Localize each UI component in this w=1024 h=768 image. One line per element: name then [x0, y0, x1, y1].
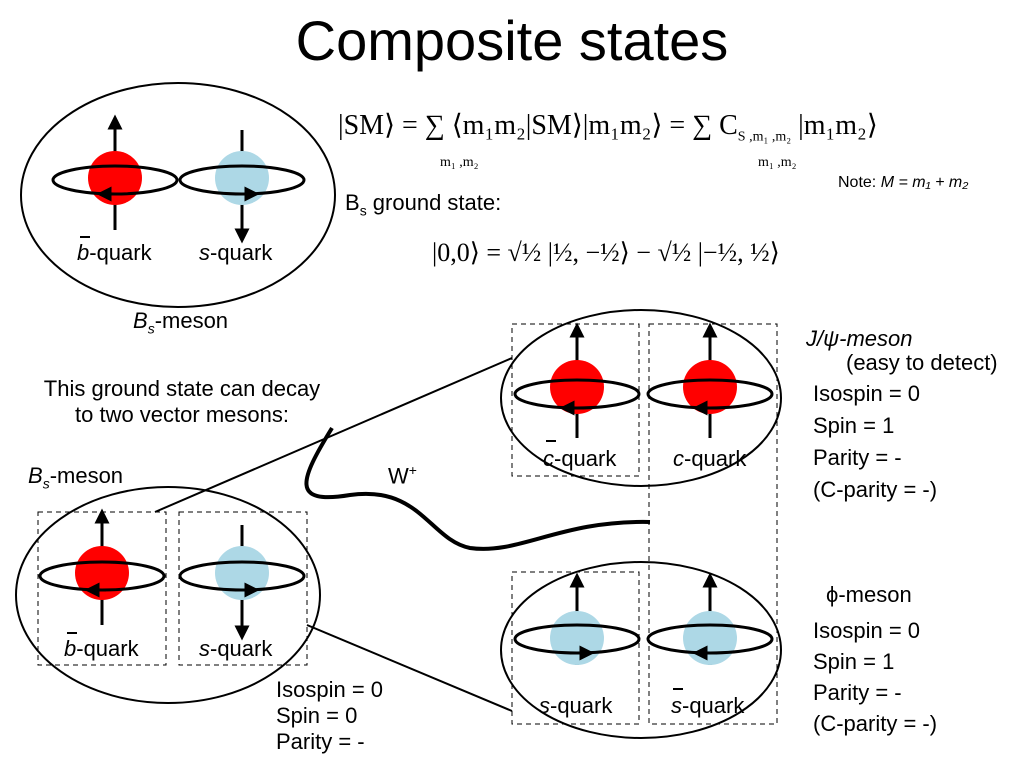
top-meson-name: Bs-meson — [133, 308, 228, 336]
w-boson-label: W+ — [388, 462, 417, 489]
prop-c-parity: (C-parity = -) — [813, 477, 938, 502]
ground-state-formula: |0,0⟩ = √½ |½, −½⟩ − √½ |−½, ½⟩ — [432, 238, 780, 267]
ground-state-sub: s — [359, 202, 367, 219]
meson-sub: s — [147, 320, 155, 337]
jpsi-c-quark — [646, 322, 774, 438]
prop-spin: Spin = 0 — [276, 703, 358, 728]
phi-sbar-quark — [646, 572, 774, 665]
quark-letter: s — [671, 693, 682, 718]
quark-suffix: -quark — [554, 446, 617, 471]
w-charge: + — [408, 462, 417, 478]
decay-line-1: This ground state can decay — [43, 376, 321, 401]
jpsi-cbar-quark — [513, 322, 641, 438]
quark-suffix: -quark — [550, 693, 613, 718]
prop-parity: Parity = - — [813, 445, 902, 470]
prop-c-parity: (C-parity = -) — [813, 711, 938, 736]
jpsi-quark2-label: c-quark — [673, 446, 746, 472]
phi-meson-outline — [500, 561, 782, 739]
ground-state-label: Bs ground state: — [345, 190, 501, 218]
meson-letter: B — [28, 463, 43, 488]
blue-quark-sphere — [215, 151, 269, 205]
phi-s-quark — [513, 572, 641, 665]
jpsi-name: J/ψ-meson — [806, 326, 912, 352]
left-meson-name: Bs-meson — [28, 463, 123, 491]
top-bbar-quark — [51, 114, 179, 230]
w-boson-line — [304, 426, 651, 551]
s-to-s-line — [306, 624, 513, 712]
jpsi-note: (easy to detect) — [846, 350, 998, 375]
meson-letter: B — [133, 308, 148, 333]
meson-suffix: -meson — [49, 463, 124, 488]
jpsi-quark1-label: c-quark — [543, 446, 616, 472]
phi-name: ϕ-meson — [826, 582, 912, 607]
ground-state-b: B — [345, 190, 360, 215]
prop-isospin: Isospin = 0 — [813, 381, 921, 406]
decay-line-2: to two vector mesons: — [75, 402, 289, 427]
quark-suffix: -quark — [76, 636, 139, 661]
note-prefix: Note: — [838, 174, 877, 191]
overbar — [67, 632, 77, 634]
prop-isospin: Isospin = 0 — [276, 677, 384, 702]
meson-suffix: -meson — [154, 308, 229, 333]
equation-sum-sub-2: m₁ ,m₂ — [758, 155, 797, 170]
top-meson-outline — [20, 82, 336, 308]
top-quark2-label: s-quark — [199, 240, 272, 266]
left-meson-props: Isospin = 0 Spin = 0 Parity = - — [276, 677, 383, 755]
equation-tail: |m₁m₂⟩ — [798, 110, 878, 141]
quark-letter: b — [77, 240, 90, 265]
left-quark2-label: s-quark — [199, 636, 272, 662]
phi-s-box — [511, 571, 640, 725]
blue-quark-sphere — [683, 611, 737, 665]
quark-suffix: -quark — [210, 240, 273, 265]
equation-c-subscript: S ,m₁ ,m₂ — [737, 129, 792, 145]
prop-spin: Spin = 1 — [813, 649, 895, 674]
overbar — [80, 236, 90, 238]
quark-letter: s — [199, 636, 210, 661]
decay-text: This ground state can decay to two vecto… — [22, 376, 342, 428]
left-quark1-label: b-quark — [64, 636, 139, 662]
left-s-quark — [178, 525, 306, 641]
ground-state-suffix: ground state: — [366, 190, 502, 215]
quark-letter: c — [673, 446, 684, 471]
red-quark-sphere — [75, 546, 129, 600]
top-quark1-label: b-quark — [77, 240, 152, 266]
quark-letter: s — [539, 693, 550, 718]
left-meson-outline — [15, 486, 321, 704]
quark-suffix: -quark — [682, 693, 745, 718]
jpsi-name-text: J/ψ-meson — [806, 326, 913, 351]
note-formula: M = m₁ + m₂ — [880, 174, 969, 191]
angular-momentum-equation: |SM⟩ = ∑ ⟨m₁m₂|SM⟩|m₁m₂⟩ = ∑ CS ,m₁ ,m₂ … — [338, 108, 878, 146]
quark-suffix: -quark — [210, 636, 273, 661]
prop-parity: Parity = - — [276, 729, 365, 754]
jpsi-meson-outline — [500, 309, 782, 487]
jpsi-props: Isospin = 0 Spin = 1 Parity = - (C-parit… — [813, 378, 937, 506]
bbar-to-cbar-line — [154, 357, 513, 513]
page-title: Composite states — [295, 9, 729, 72]
prop-parity: Parity = - — [813, 680, 902, 705]
left-s-box — [178, 511, 308, 666]
overbar — [546, 440, 556, 442]
phi-quark1-label: s-quark — [539, 693, 612, 719]
quark-letter: s — [199, 240, 210, 265]
quark-letter: c — [543, 446, 554, 471]
equation-main: |SM⟩ = ∑ ⟨m₁m₂|SM⟩|m₁m₂⟩ = ∑ C — [338, 110, 738, 141]
top-s-quark — [178, 130, 306, 244]
quark-letter: b — [64, 636, 77, 661]
quark-suffix: -quark — [89, 240, 152, 265]
phi-props: Isospin = 0 Spin = 1 Parity = - (C-parit… — [813, 615, 937, 739]
quark-suffix: -quark — [684, 446, 747, 471]
w-letter: W — [388, 463, 409, 489]
red-quark-sphere — [88, 151, 142, 205]
equation-note: Note: M = m₁ + m₂ — [838, 174, 968, 192]
left-bbar-quark — [38, 508, 166, 625]
phi-quark2-label: s-quark — [671, 693, 744, 719]
overbar — [673, 688, 683, 690]
prop-spin: Spin = 1 — [813, 413, 895, 438]
meson-sub: s — [42, 475, 50, 492]
prop-isospin: Isospin = 0 — [813, 618, 921, 643]
blue-quark-sphere — [550, 611, 604, 665]
blue-quark-sphere — [215, 546, 269, 600]
equation-sum-sub-1: m₁ ,m₂ — [440, 155, 479, 170]
